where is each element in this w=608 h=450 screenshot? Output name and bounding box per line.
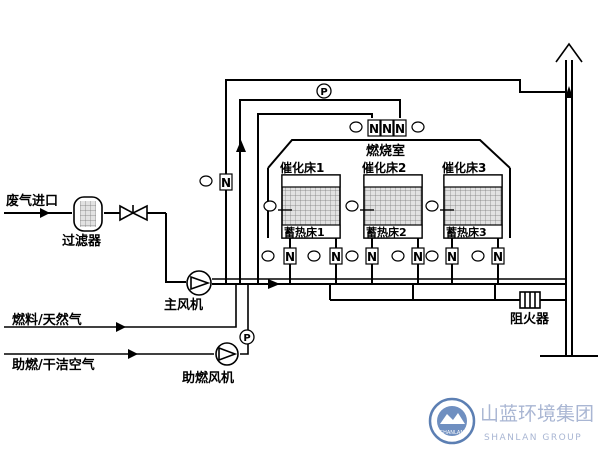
fuel-line: [4, 284, 237, 328]
valve-label: N: [367, 250, 377, 264]
catalytic-bed-3-label: 催化床3: [442, 160, 486, 175]
top-return-pipe: [225, 79, 566, 284]
pressure-gauges: P P: [239, 83, 332, 345]
watermark-company-en: SHANLAN GROUP: [484, 433, 582, 443]
valve-label: N: [493, 250, 503, 264]
fuel-arrow-icon: [116, 322, 126, 332]
combustion-fan-label: 助燃风机: [182, 370, 234, 386]
valve-label: N: [369, 122, 379, 136]
equipment: [73, 196, 541, 366]
valve-label: N: [395, 122, 405, 136]
pressure-gauge-label: P: [243, 333, 250, 344]
logo-text: SHANLAN: [440, 430, 464, 436]
instrument-symbols: [199, 121, 485, 262]
inlet-arrow-icon: [40, 208, 50, 218]
waste-gas-inlet-label: 废气进口: [6, 193, 58, 209]
flame-arrestor-label: 阻火器: [510, 312, 550, 327]
regen-bed-1-label: 蓄热床1: [284, 225, 325, 239]
catalytic-beds: [278, 174, 503, 239]
regen-bed-2-label: 蓄热床2: [366, 225, 407, 239]
valve-label: N: [447, 250, 457, 264]
valve-label: N: [331, 250, 341, 264]
pressure-gauge-icon: [316, 83, 332, 99]
valve-label: N: [382, 122, 392, 136]
pressure-gauge-icon: [239, 329, 255, 345]
air-fan-out-line: [240, 284, 249, 355]
second-branch-pipe: [257, 113, 373, 284]
chimney-cap-icon: [555, 42, 583, 63]
catalytic-bed-2-label: 催化床2: [362, 160, 406, 175]
control-valves: N N N N N N N N N N: [219, 119, 505, 265]
combustion-chamber-label: 燃烧室: [366, 143, 405, 159]
catalytic-bed-1-label: 催化床1: [280, 160, 324, 175]
valve-label: N: [285, 250, 295, 264]
filter-drop-pipe: [165, 213, 186, 283]
combustion-air-label: 助燃/干洁空气: [12, 357, 95, 373]
filter-label: 过滤器: [62, 233, 102, 249]
watermark: SHANLAN 山蓝环境集团 SHANLAN GROUP: [428, 397, 594, 445]
chimney-stack: [565, 60, 573, 355]
flow-arrows: [40, 86, 573, 359]
watermark-company-cn: 山蓝环境集团: [480, 403, 594, 425]
top-branch-pipe: [239, 99, 401, 284]
valve-label: N: [221, 176, 231, 190]
riser-arrow-icon: [236, 140, 246, 152]
pressure-gauge-label: P: [320, 87, 327, 98]
fuel-label: 燃料/天然气: [12, 312, 82, 328]
air-arrow-icon: [128, 349, 138, 359]
regen-bed-3-label: 蓄热床3: [446, 225, 487, 239]
valve-label: N: [413, 250, 423, 264]
diagram-labels: 废气进口 过滤器 主风机 燃料/天然气 助燃/干洁空气 助燃风机 阻火器 燃烧室…: [6, 143, 550, 386]
header-arrow-icon: [268, 279, 280, 289]
main-fan-label: 主风机: [164, 297, 203, 313]
stack-up-arrow-icon: [565, 86, 573, 98]
